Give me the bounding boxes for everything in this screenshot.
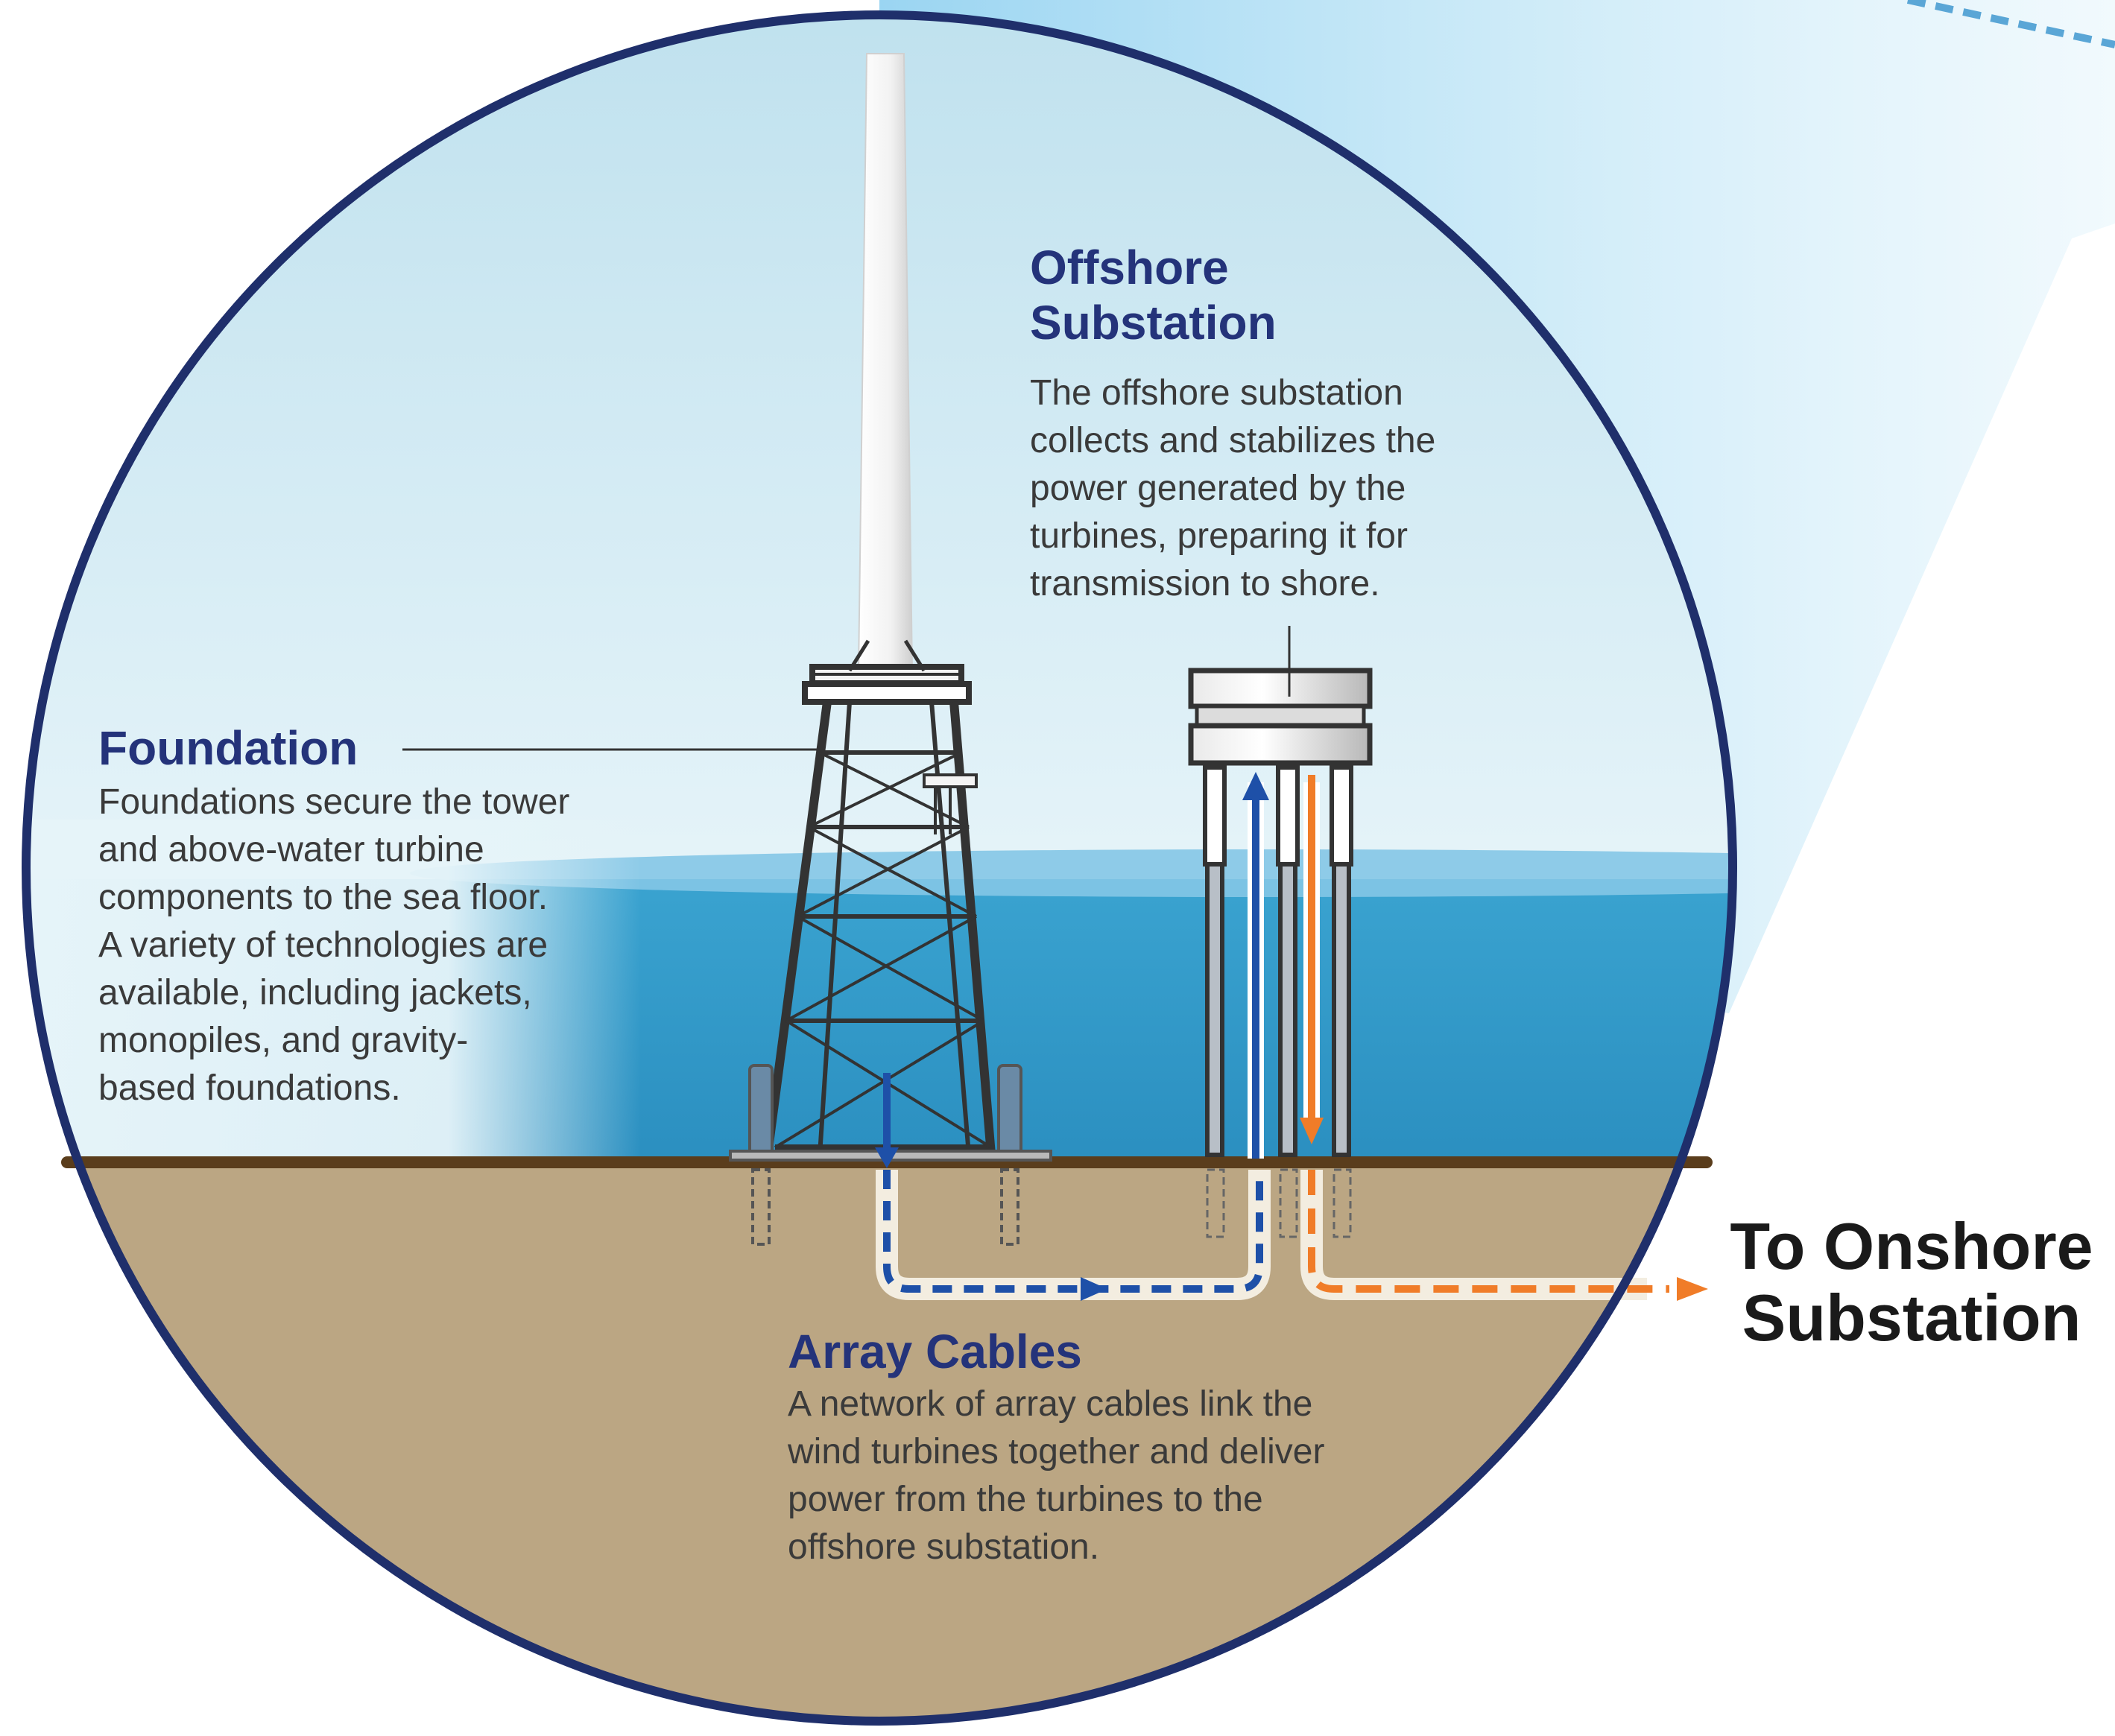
offshore-substation-platform-icon <box>1188 668 1373 1238</box>
array-cables-title: Array Cables <box>788 1325 1082 1378</box>
array-cable <box>875 772 1271 1301</box>
foundation-title: Foundation <box>98 721 358 775</box>
beam-dashed-edge <box>1906 0 2115 48</box>
export-cable <box>1300 775 1708 1301</box>
array-cables-description: A network of array cables link the wind … <box>788 1384 1325 1567</box>
callout-circle-outline <box>22 10 1737 1726</box>
wind-turbine-tower-icon <box>857 53 914 671</box>
offshore-substation-description: The offshore substation collects and sta… <box>1030 373 1436 604</box>
foundation-label: Foundation Foundations secure the tower … <box>98 720 569 1112</box>
offshore-substation-title: Offshore Substation <box>1030 241 1277 349</box>
text-fade-panel <box>26 820 641 1162</box>
offshore-substation-label: Offshore Substation The offshore substat… <box>1030 240 1435 608</box>
jacket-foundation-icon <box>763 639 996 1156</box>
foundation-description: Foundations secure the tower and above-w… <box>98 782 570 1108</box>
to-onshore-substation-label: To Onshore Substation <box>1730 1209 2093 1355</box>
array-cables-label: Array Cables A network of array cables l… <box>788 1324 1324 1571</box>
